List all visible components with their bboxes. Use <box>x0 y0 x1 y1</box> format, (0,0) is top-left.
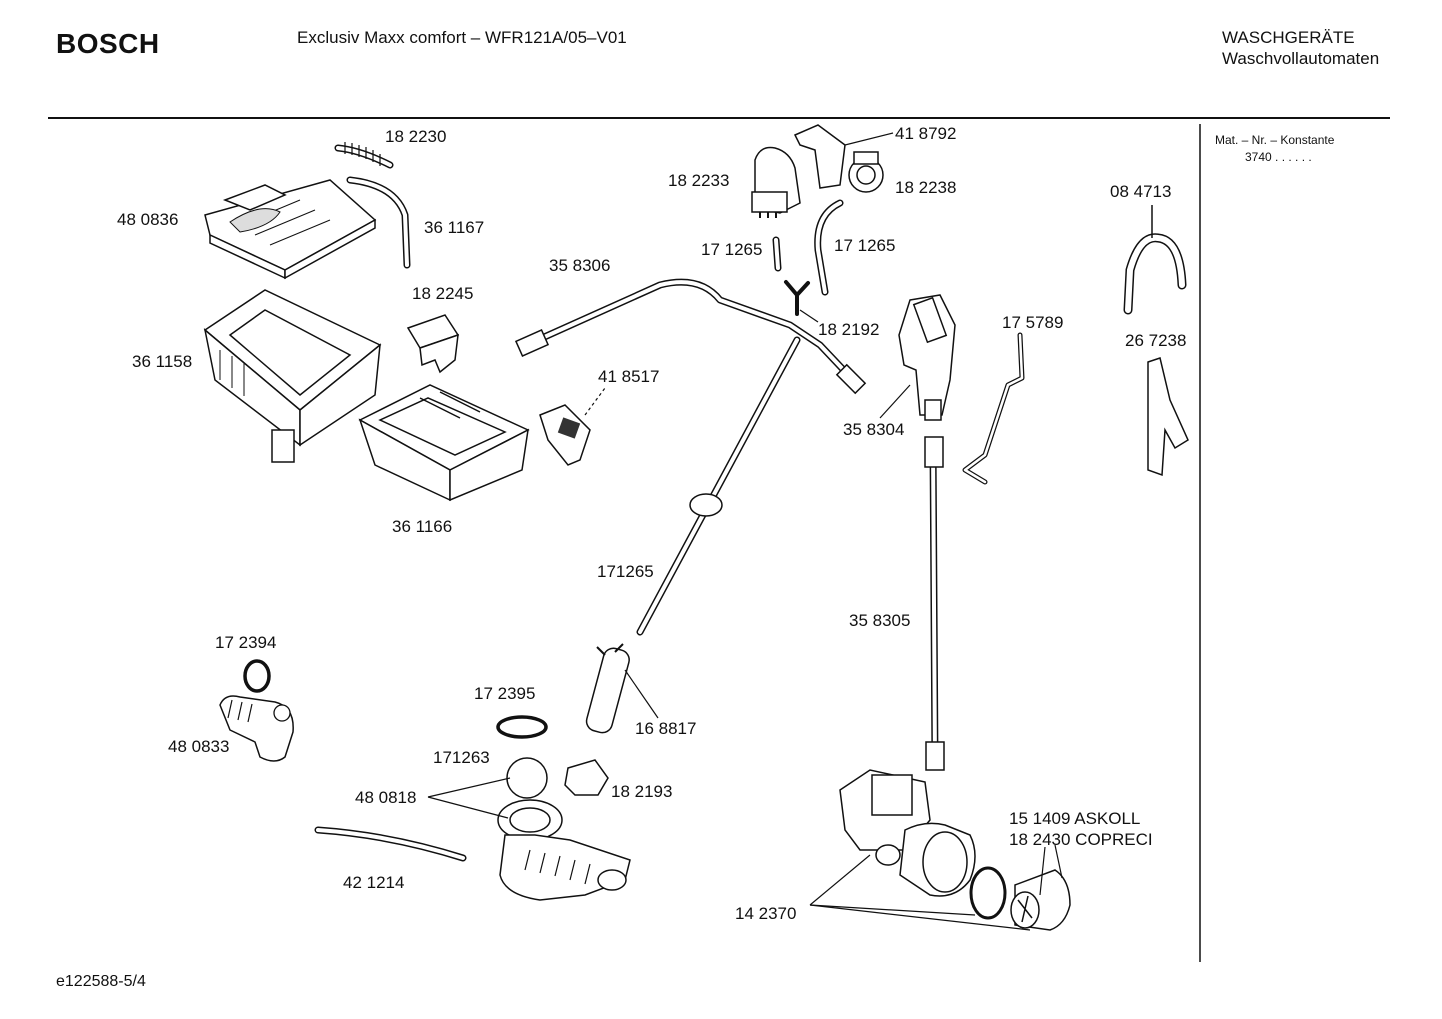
part-168817-pressure-chamber[interactable] <box>584 643 631 735</box>
part-480818-sump-hose[interactable] <box>497 799 631 901</box>
part-084713-holder[interactable] <box>1123 205 1187 315</box>
material-number-title: Mat. – Nr. – Konstante <box>1215 133 1335 147</box>
label-267238: 26 7238 <box>1125 331 1187 350</box>
label-358305: 35 8305 <box>849 611 911 630</box>
label-182430: 18 2430 COPRECI <box>1009 830 1153 849</box>
label-480818: 48 0818 <box>355 788 417 807</box>
label-182230: 18 2230 <box>385 127 447 146</box>
part-182193-clip[interactable] <box>564 759 609 796</box>
label-418517: 41 8517 <box>598 367 660 386</box>
part-267238-side-bracket[interactable] <box>1147 357 1189 477</box>
part-182245-clip[interactable] <box>406 314 460 374</box>
part-361167-hose[interactable] <box>346 176 411 269</box>
part-361166-detergent-drawer[interactable] <box>358 384 530 502</box>
part-358306-pipe[interactable] <box>514 278 867 395</box>
brand-logo: BOSCH <box>56 28 160 59</box>
part-171265-short-tube[interactable] <box>772 236 782 272</box>
label-168817: 16 8817 <box>635 719 697 738</box>
category-title: WASCHGERÄTE <box>1222 28 1355 47</box>
part-421214-drain-hose[interactable] <box>314 826 467 862</box>
material-number-value: 3740 . . . . . . <box>1245 150 1312 164</box>
label-182238: 18 2238 <box>895 178 957 197</box>
label-361167: 36 1167 <box>424 218 485 237</box>
label-182245: 18 2245 <box>412 284 474 303</box>
part-172394-seal-ring[interactable] <box>243 659 271 693</box>
part-182230-hose[interactable] <box>334 142 394 169</box>
label-418792: 41 8792 <box>895 124 957 143</box>
part-pump-seal[interactable] <box>969 866 1007 920</box>
label-175789: 17 5789 <box>1002 313 1064 332</box>
part-182233-pressure-switch[interactable] <box>751 146 801 219</box>
label-172394: 17 2394 <box>215 633 277 652</box>
label-361166: 36 1166 <box>392 517 453 536</box>
part-358304-air-trap[interactable] <box>898 294 956 421</box>
drawing-code: e122588-5/4 <box>56 973 146 990</box>
part-175789-wire[interactable] <box>962 332 1025 485</box>
category-subtitle: Waschvollautomaten <box>1222 49 1380 68</box>
part-418792-bracket[interactable] <box>793 124 846 189</box>
label-171265-short: 17 1265 <box>701 240 763 259</box>
label-421214: 42 1214 <box>343 873 405 892</box>
label-151409: 15 1409 ASKOLL <box>1009 809 1141 828</box>
model-title: Exclusiv Maxx comfort – WFR121A/05–V01 <box>297 28 627 47</box>
label-480833: 48 0833 <box>168 737 230 756</box>
part-480833-bellows[interactable] <box>219 695 294 762</box>
label-171263: 171263 <box>433 748 490 767</box>
part-182238-switch-ring[interactable] <box>848 151 884 193</box>
label-084713: 08 4713 <box>1110 182 1172 201</box>
label-358306: 35 8306 <box>549 256 611 275</box>
part-171265-long-tube[interactable] <box>636 336 801 636</box>
label-480836: 48 0836 <box>117 210 179 229</box>
label-361158: 36 1158 <box>132 352 193 371</box>
part-142370-drain-pump[interactable] <box>839 769 976 897</box>
label-358304: 35 8304 <box>843 420 905 439</box>
label-172395: 17 2395 <box>474 684 536 703</box>
label-182192: 18 2192 <box>818 320 880 339</box>
label-182193: 18 2193 <box>611 782 673 801</box>
part-361158-dispenser-housing[interactable] <box>203 289 382 463</box>
label-171265-curved: 17 1265 <box>834 236 896 255</box>
part-182192-y-connector[interactable] <box>784 280 810 316</box>
part-171265-curved-tube[interactable] <box>814 199 844 296</box>
label-171265-long: 171265 <box>597 562 654 581</box>
part-pump-filter[interactable] <box>1010 869 1071 931</box>
part-172395-seal-ring[interactable] <box>496 715 548 739</box>
part-480836-dispenser-cover[interactable] <box>204 179 377 280</box>
label-142370: 14 2370 <box>735 904 797 923</box>
part-171263-ball[interactable] <box>506 757 548 799</box>
part-358305-hose[interactable] <box>924 436 945 771</box>
part-418517-siphon-cap[interactable] <box>539 404 591 466</box>
label-182233: 18 2233 <box>668 171 730 190</box>
